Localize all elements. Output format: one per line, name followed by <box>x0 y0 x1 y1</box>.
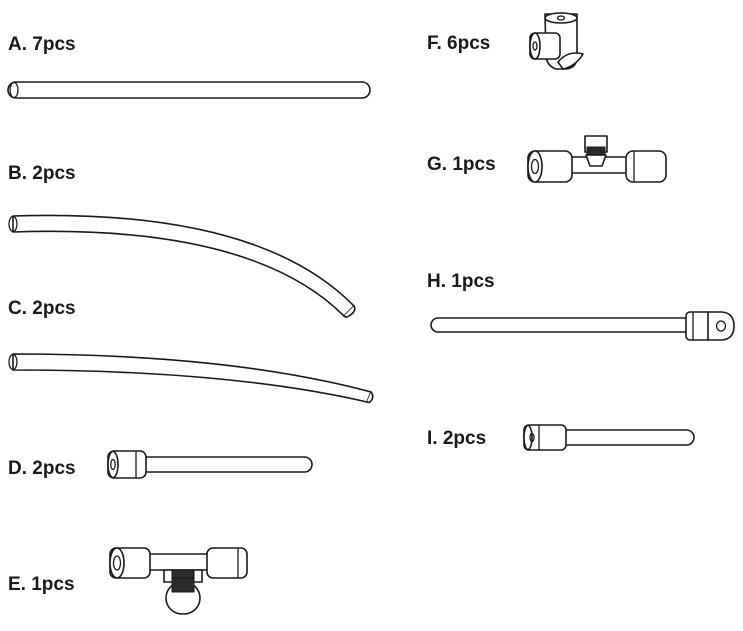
part-a-straight-rod <box>7 81 371 99</box>
part-b-curved-rod <box>8 214 356 318</box>
part-b-label: B. 2pcs <box>8 163 76 184</box>
part-c-label: C. 2pcs <box>8 298 76 319</box>
part-g-double-connector <box>527 135 667 183</box>
part-a-label: A. 7pcs <box>8 34 76 55</box>
part-d-label: D. 2pcs <box>8 458 76 479</box>
part-i-connector-rod <box>523 424 695 451</box>
part-c-curved-rod <box>8 353 374 404</box>
part-i-label: I. 2pcs <box>427 428 486 449</box>
part-h-eyelet-rod <box>430 311 735 341</box>
part-f-label: F. 6pcs <box>427 33 490 54</box>
part-e-t-connector <box>109 547 248 615</box>
part-h-label: H. 1pcs <box>427 271 495 292</box>
part-g-label: G. 1pcs <box>427 154 496 175</box>
part-f-elbow-connector <box>529 12 584 70</box>
part-d-connector-rod <box>107 450 313 479</box>
part-e-label: E. 1pcs <box>8 574 75 595</box>
